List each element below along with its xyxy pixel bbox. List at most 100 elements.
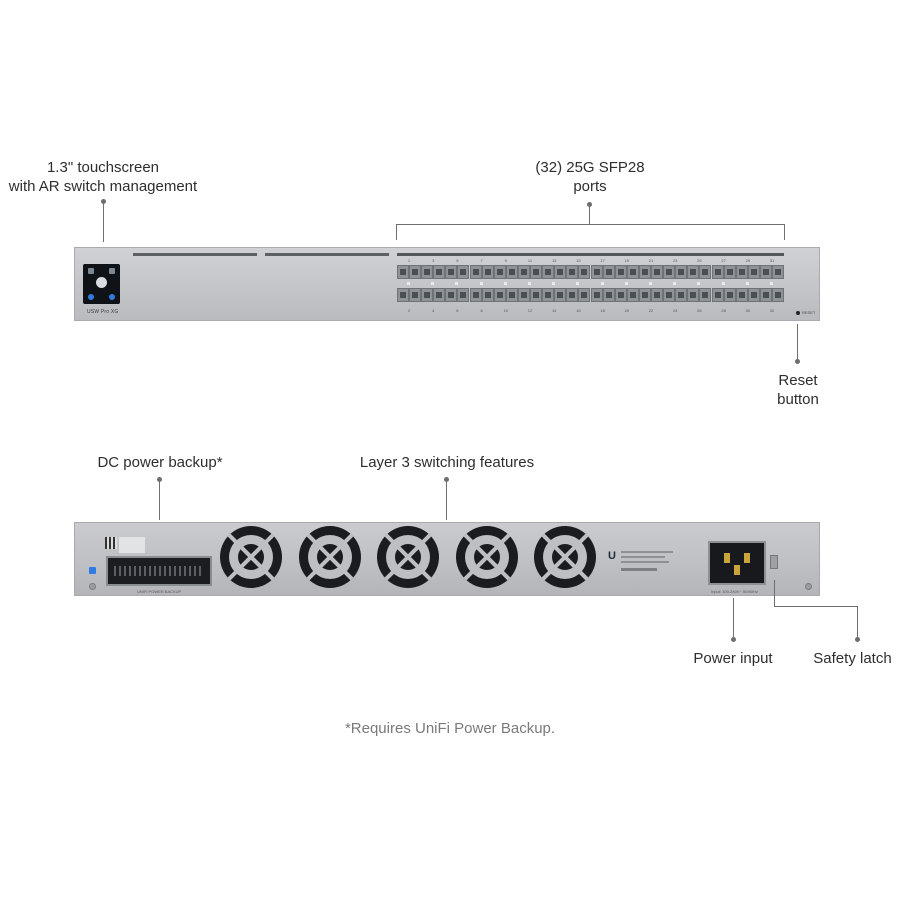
dc-leader-dot	[157, 477, 162, 482]
sfp-port[interactable]	[735, 265, 748, 279]
sfp-port[interactable]	[639, 288, 651, 302]
sfp-port[interactable]	[639, 265, 651, 279]
power-input-callout: Power input	[693, 650, 773, 667]
sfp-bracket-top	[396, 224, 785, 225]
sfp-port[interactable]	[735, 288, 748, 302]
sfp-port[interactable]	[469, 288, 482, 302]
screen-home-icon	[88, 268, 94, 274]
sfp-port[interactable]	[481, 288, 494, 302]
sfp-port[interactable]	[723, 288, 736, 302]
front-vent-slot-2	[265, 253, 389, 256]
port-led	[770, 282, 773, 285]
sfp-port[interactable]	[518, 288, 530, 302]
port-number-bottom: 4	[432, 308, 435, 313]
reset-button[interactable]	[796, 311, 800, 315]
sfp-port[interactable]	[554, 288, 567, 302]
sfp-leader-line	[589, 205, 590, 224]
sfp-port[interactable]	[626, 288, 639, 302]
port-led	[455, 282, 459, 285]
sfp-port[interactable]	[772, 288, 784, 302]
sfp-port[interactable]	[687, 288, 700, 302]
rear-info-line-2	[621, 556, 665, 558]
sfp-port[interactable]	[445, 265, 458, 279]
rear-screw-right	[805, 583, 812, 590]
sfp-port[interactable]	[626, 265, 639, 279]
sfp-port[interactable]	[663, 288, 676, 302]
safety-latch[interactable]	[770, 555, 778, 569]
sfp-port[interactable]	[675, 265, 688, 279]
sfp-port[interactable]	[760, 265, 772, 279]
sfp-port[interactable]	[421, 265, 434, 279]
sfp-port[interactable]	[433, 288, 446, 302]
sfp-port[interactable]	[469, 265, 482, 279]
sfp-port[interactable]	[566, 265, 579, 279]
power-pin-right	[744, 553, 750, 563]
sfp-port[interactable]	[433, 265, 446, 279]
sfp-port[interactable]	[760, 288, 772, 302]
sfp-port[interactable]	[542, 265, 555, 279]
sfp-port[interactable]	[421, 288, 434, 302]
latch-leader-horiz	[774, 606, 858, 607]
sfp-port[interactable]	[397, 288, 409, 302]
sfp-port[interactable]	[772, 265, 784, 279]
dc-connector-label: UNIFI POWER BACKUP	[137, 589, 182, 594]
port-number-bottom: 16	[576, 308, 581, 313]
front-vent-slot-1	[133, 253, 257, 256]
sfp-port[interactable]	[518, 265, 530, 279]
sfp-port[interactable]	[723, 265, 736, 279]
port-number-top: 3	[432, 258, 435, 263]
sfp-port[interactable]	[578, 288, 591, 302]
sfp-port[interactable]	[602, 265, 615, 279]
sfp-port[interactable]	[505, 265, 518, 279]
dc-connector-pins	[114, 566, 204, 576]
sfp-port[interactable]	[614, 265, 627, 279]
sfp-port[interactable]	[493, 288, 506, 302]
sfp-port[interactable]	[542, 288, 555, 302]
sfp-port[interactable]	[711, 265, 724, 279]
sfp-port[interactable]	[675, 288, 688, 302]
sfp-port[interactable]	[457, 288, 470, 302]
port-number-top: 7	[480, 258, 483, 263]
sfp-port[interactable]	[699, 288, 712, 302]
layer3-leader-line	[446, 480, 447, 520]
port-number-bottom: 30	[745, 308, 751, 313]
sfp-port[interactable]	[505, 288, 518, 302]
fan-grille	[298, 526, 361, 588]
sfp-port[interactable]	[554, 265, 567, 279]
port-number-top: 25	[697, 258, 702, 263]
port-group-bar	[663, 253, 784, 256]
layer3-callout: Layer 3 switching features	[359, 454, 535, 471]
sfp-bracket-right	[784, 224, 785, 240]
sfp-port[interactable]	[687, 265, 700, 279]
sfp-port[interactable]	[747, 265, 760, 279]
sfp-port[interactable]	[663, 265, 676, 279]
port-number-top: 1	[407, 258, 411, 263]
sfp-port[interactable]	[711, 288, 724, 302]
touchscreen-display[interactable]	[83, 264, 120, 304]
sfp-port[interactable]	[602, 288, 615, 302]
sfp-port[interactable]	[747, 288, 760, 302]
reset-callout: Reset button	[748, 371, 848, 409]
sfp-port[interactable]	[481, 265, 494, 279]
sfp-port[interactable]	[590, 288, 603, 302]
sfp-port[interactable]	[590, 265, 603, 279]
sfp-port[interactable]	[409, 288, 421, 302]
power-input-socket[interactable]	[708, 541, 766, 585]
port-number-top: 29	[745, 258, 751, 263]
sfp-port[interactable]	[651, 265, 663, 279]
sfp-port[interactable]	[614, 288, 627, 302]
dc-power-backup-connector[interactable]	[106, 556, 212, 586]
sfp-port[interactable]	[651, 288, 663, 302]
sfp-port[interactable]	[566, 288, 579, 302]
latch-leader-dot	[855, 637, 860, 642]
sfp-port[interactable]	[493, 265, 506, 279]
layer3-leader-dot	[444, 477, 449, 482]
sfp-port[interactable]	[530, 265, 542, 279]
sfp-port[interactable]	[578, 265, 591, 279]
sfp-port[interactable]	[445, 288, 458, 302]
sfp-port[interactable]	[457, 265, 470, 279]
sfp-port[interactable]	[409, 265, 421, 279]
sfp-port[interactable]	[699, 265, 712, 279]
sfp-port[interactable]	[397, 265, 409, 279]
sfp-port[interactable]	[530, 288, 542, 302]
